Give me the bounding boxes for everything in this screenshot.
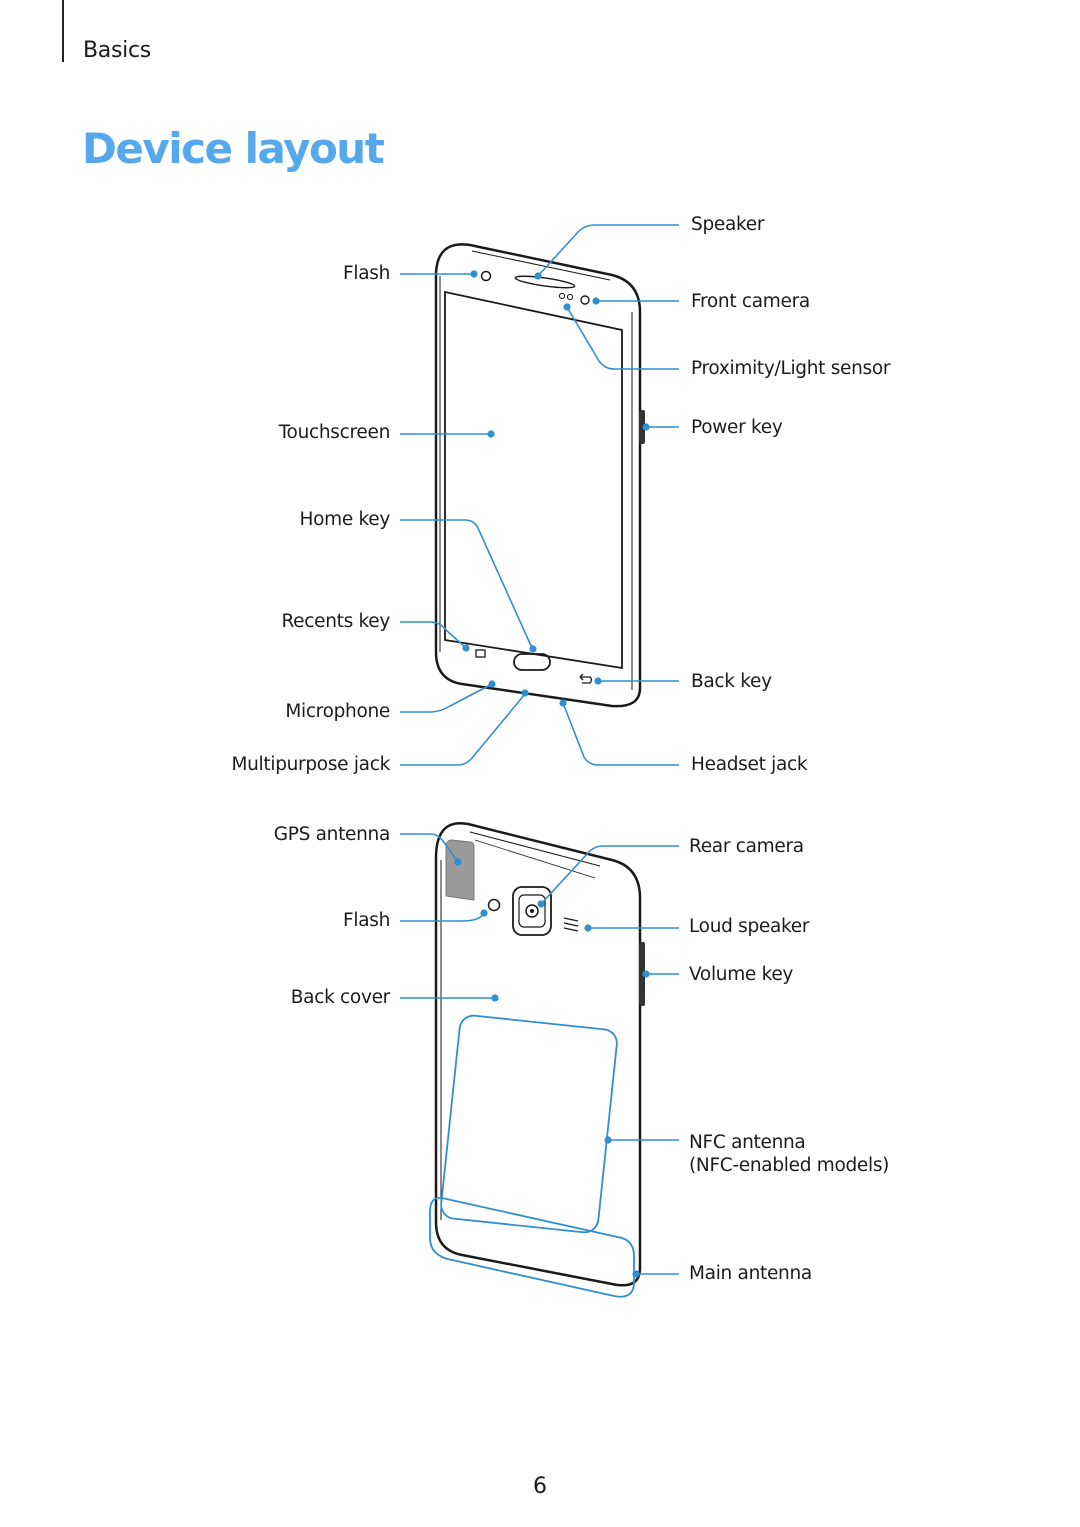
phone-back [434,821,642,1287]
label-home-key: Home key [299,509,391,530]
label-back-key: Back key [691,671,772,692]
rear-flash-shape [487,898,501,912]
nfc-antenna-area [440,1014,618,1234]
label-proximity-sensor: Proximity/Light sensor [691,358,891,379]
leader-microphone [400,683,493,713]
speaker-grille [514,275,576,289]
label-flash-back: Flash [343,910,390,931]
label-volume-key: Volume key [689,964,794,985]
page-title: Device layout [82,124,385,173]
recents-key-icon [475,649,486,658]
main-antenna-area [429,1196,635,1298]
label-back-cover: Back cover [290,987,391,1008]
label-main-antenna: Main antenna [689,1263,812,1284]
leader-multipurpose-jack [400,693,526,766]
sensor-shape-1 [558,292,566,300]
page-number: 6 [533,1474,547,1499]
touchscreen-area [444,290,623,670]
sensor-shape-2 [566,293,574,301]
loud-speaker-grille [563,917,579,932]
label-rear-camera: Rear camera [689,836,804,857]
leader-headset-jack [562,702,679,766]
label-multipurpose-jack: Multipurpose jack [231,754,390,775]
front-camera-shape [580,295,590,305]
label-microphone: Microphone [285,701,390,722]
phone-front [434,243,642,708]
leader-flash-back [400,912,485,922]
leader-speaker [537,224,679,277]
leader-recents-key [400,621,466,648]
leader-lines [400,224,679,1275]
back-key-icon [579,673,593,684]
label-front-camera: Front camera [691,291,810,312]
label-power-key: Power key [691,417,783,438]
leader-proximity-sensor [566,306,679,370]
front-flash-shape [480,270,492,282]
label-gps-antenna: GPS antenna [273,824,391,845]
label-recents-key: Recents key [281,611,390,632]
leader-dots [454,270,650,1278]
label-loud-speaker: Loud speaker [689,916,810,937]
home-key-shape [513,653,551,671]
power-key-shape [639,410,645,444]
label-headset-jack: Headset jack [691,754,808,775]
rear-camera-module [512,886,552,936]
label-speaker: Speaker [691,214,765,235]
label-nfc-antenna: NFC antenna [689,1132,806,1153]
gps-antenna-area [445,839,475,901]
leader-home-key [400,519,533,649]
section-name: Basics [83,38,151,63]
leader-rear-camera [540,845,679,905]
label-nfc-models: (NFC-enabled models) [689,1155,890,1176]
rear-camera-lens [530,909,534,913]
header-rule [62,0,64,62]
volume-key-shape [639,942,645,1006]
label-touchscreen: Touchscreen [278,422,391,443]
label-flash-front: Flash [343,263,390,284]
leader-gps-antenna [400,833,459,863]
